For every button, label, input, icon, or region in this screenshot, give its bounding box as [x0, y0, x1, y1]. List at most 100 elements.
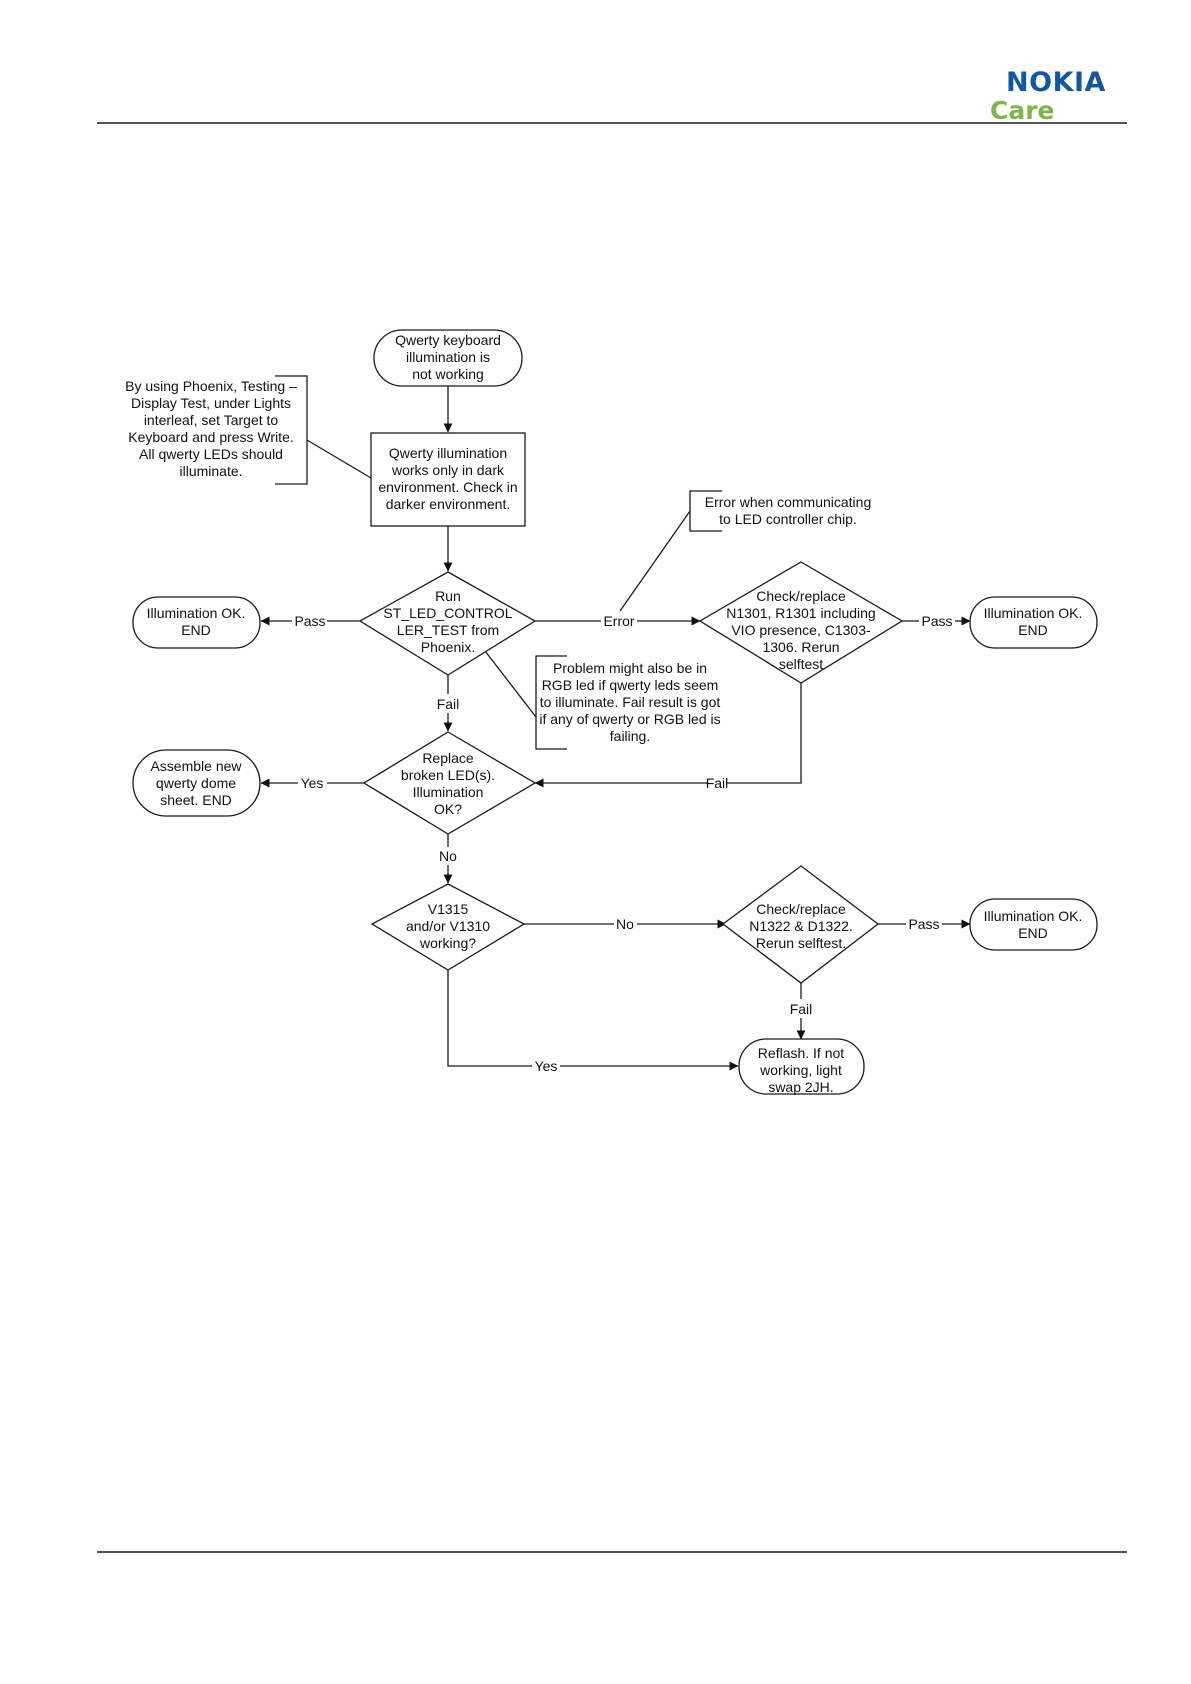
note-phoenix-line-2: Display Test, under Lights	[131, 395, 291, 411]
leader-error-note	[619, 510, 691, 612]
label-pass-right-1: Pass	[921, 613, 952, 629]
text-check-n1301: Check/replace N1301, R1301 including VIO…	[726, 588, 875, 672]
note-phoenix-line-3: interleaf, set Target to	[144, 412, 279, 428]
node-check-n1322	[721, 865, 880, 984]
node-check-n1301	[698, 561, 904, 684]
start-line-3: not working	[412, 366, 484, 382]
check-n1301-line-3: VIO presence, C1303-	[731, 622, 871, 638]
note-rgb-line-1: Problem might also be in	[553, 660, 707, 676]
node-ok-left-terminal	[132, 596, 261, 649]
edge-labels: Pass Error Pass Fail Fail Yes No No Pass…	[294, 613, 952, 1074]
bracket-error-note	[689, 490, 722, 532]
check-dark-line-2: works only in dark	[391, 462, 505, 478]
note-phoenix-line-6: illuminate.	[179, 463, 242, 479]
check-n1322-line-2: N1322 & D1322.	[749, 918, 853, 934]
text-replace-led: Replace broken LED(s). Illumination OK?	[401, 750, 495, 817]
label-pass-left: Pass	[294, 613, 325, 629]
v1315-line-1: V1315	[428, 901, 469, 917]
leader-phoenix-note	[306, 439, 372, 479]
label-yes-left: Yes	[301, 775, 324, 791]
note-phoenix-line-1: By using Phoenix, Testing –	[125, 378, 297, 394]
text-check-n1322: Check/replace N1322 & D1322. Rerun selft…	[749, 901, 853, 951]
label-pass-right-2: Pass	[908, 916, 939, 932]
node-reflash-terminal	[738, 1038, 865, 1095]
note-phoenix-line-4: Keyboard and press Write.	[128, 429, 294, 445]
nokia-care-logo: NOKIA Care	[990, 67, 1106, 124]
ok-left-line-1: Illumination OK.	[147, 605, 246, 621]
ok-right2-line-2: END	[1018, 925, 1048, 941]
bracket-phoenix-note	[275, 375, 308, 485]
ok-right2-line-1: Illumination OK.	[984, 908, 1083, 924]
check-n1322-line-1: Check/replace	[756, 901, 846, 917]
note-rgb-line-5: failing.	[610, 728, 650, 744]
node-v1315-decision	[370, 883, 526, 971]
label-fail-back: Fail	[706, 775, 729, 791]
check-dark-line-1: Qwerty illumination	[389, 445, 507, 461]
label-error: Error	[603, 613, 634, 629]
node-assemble-terminal	[132, 749, 261, 817]
label-no-down: No	[439, 848, 457, 864]
text-check-dark: Qwerty illumination works only in dark e…	[378, 445, 517, 512]
text-note-rgb: Problem might also be in RGB led if qwer…	[539, 660, 720, 744]
run-test-line-1: Run	[435, 588, 461, 604]
replace-led-line-2: broken LED(s).	[401, 767, 495, 783]
text-note-error: Error when communicating to LED controll…	[705, 494, 872, 527]
run-test-line-2: ST_LED_CONTROL	[383, 605, 512, 621]
check-dark-line-4: darker environment.	[386, 496, 511, 512]
v1315-line-2: and/or V1310	[406, 918, 490, 934]
note-rgb-line-4: if any of qwerty or RGB led is	[539, 711, 720, 727]
node-start-terminal	[373, 329, 523, 387]
text-assemble: Assemble new qwerty dome sheet. END	[150, 758, 242, 808]
note-phoenix-line-5: All qwerty LEDs should	[139, 446, 283, 462]
label-yes-bottom: Yes	[535, 1058, 558, 1074]
text-ok-right2: Illumination OK. END	[984, 908, 1083, 941]
ok-left-line-2: END	[181, 622, 211, 638]
bracket-rgb-note	[535, 655, 567, 750]
start-line-2: illumination is	[406, 349, 490, 365]
text-ok-left: Illumination OK. END	[147, 605, 246, 638]
label-fail-down-2: Fail	[790, 1001, 813, 1017]
replace-led-line-3: Illumination	[413, 784, 484, 800]
v1315-line-3: working?	[419, 935, 476, 951]
text-note-phoenix: By using Phoenix, Testing – Display Test…	[125, 378, 297, 479]
node-replace-led-decision	[362, 731, 537, 835]
assemble-line-3: sheet. END	[160, 792, 232, 808]
text-v1315: V1315 and/or V1310 working?	[406, 901, 490, 951]
check-n1301-line-5: selftest	[779, 656, 823, 672]
node-check-dark	[370, 432, 526, 527]
check-n1322-line-3: Rerun selftest.	[756, 935, 846, 951]
ok-right1-line-2: END	[1018, 622, 1048, 638]
check-n1301-line-1: Check/replace	[756, 588, 846, 604]
start-line-1: Qwerty keyboard	[395, 332, 501, 348]
node-run-test-decision	[358, 571, 537, 676]
assemble-line-1: Assemble new	[150, 758, 242, 774]
connectors	[260, 375, 971, 1071]
leader-rgb-note	[484, 650, 537, 718]
replace-led-line-1: Replace	[422, 750, 474, 766]
run-test-line-3: LER_TEST from	[397, 622, 499, 638]
note-rgb-line-3: to illuminate. Fail result is got	[540, 694, 721, 710]
note-error-line-1: Error when communicating	[705, 494, 872, 510]
check-n1301-line-2: N1301, R1301 including	[726, 605, 875, 621]
logo-nokia-text: NOKIA	[1006, 67, 1106, 98]
text-ok-right1: Illumination OK. END	[984, 605, 1083, 638]
reflash-line-3: swap 2JH.	[768, 1079, 833, 1095]
run-test-line-4: Phoenix.	[421, 639, 475, 655]
note-rgb-line-2: RGB led if qwerty leds seem	[542, 677, 719, 693]
text-start: Qwerty keyboard illumination is not work…	[395, 332, 501, 382]
reflash-line-2: working, light	[759, 1062, 842, 1078]
label-fail-down: Fail	[437, 696, 460, 712]
node-ok-right1-terminal	[969, 596, 1098, 649]
edge-fail-back-a	[727, 683, 802, 784]
ok-right1-line-1: Illumination OK.	[984, 605, 1083, 621]
replace-led-line-4: OK?	[434, 801, 462, 817]
reflash-line-1: Reflash. If not	[758, 1045, 844, 1061]
node-ok-right2-terminal	[969, 898, 1098, 951]
assemble-line-2: qwerty dome	[156, 775, 236, 791]
note-error-line-2: to LED controller chip.	[719, 511, 857, 527]
text-run-test: Run ST_LED_CONTROL LER_TEST from Phoenix…	[383, 588, 512, 655]
label-no-right: No	[616, 916, 634, 932]
text-reflash: Reflash. If not working, light swap 2JH.	[758, 1045, 844, 1095]
edge-yes-bottom-a	[447, 970, 532, 1067]
